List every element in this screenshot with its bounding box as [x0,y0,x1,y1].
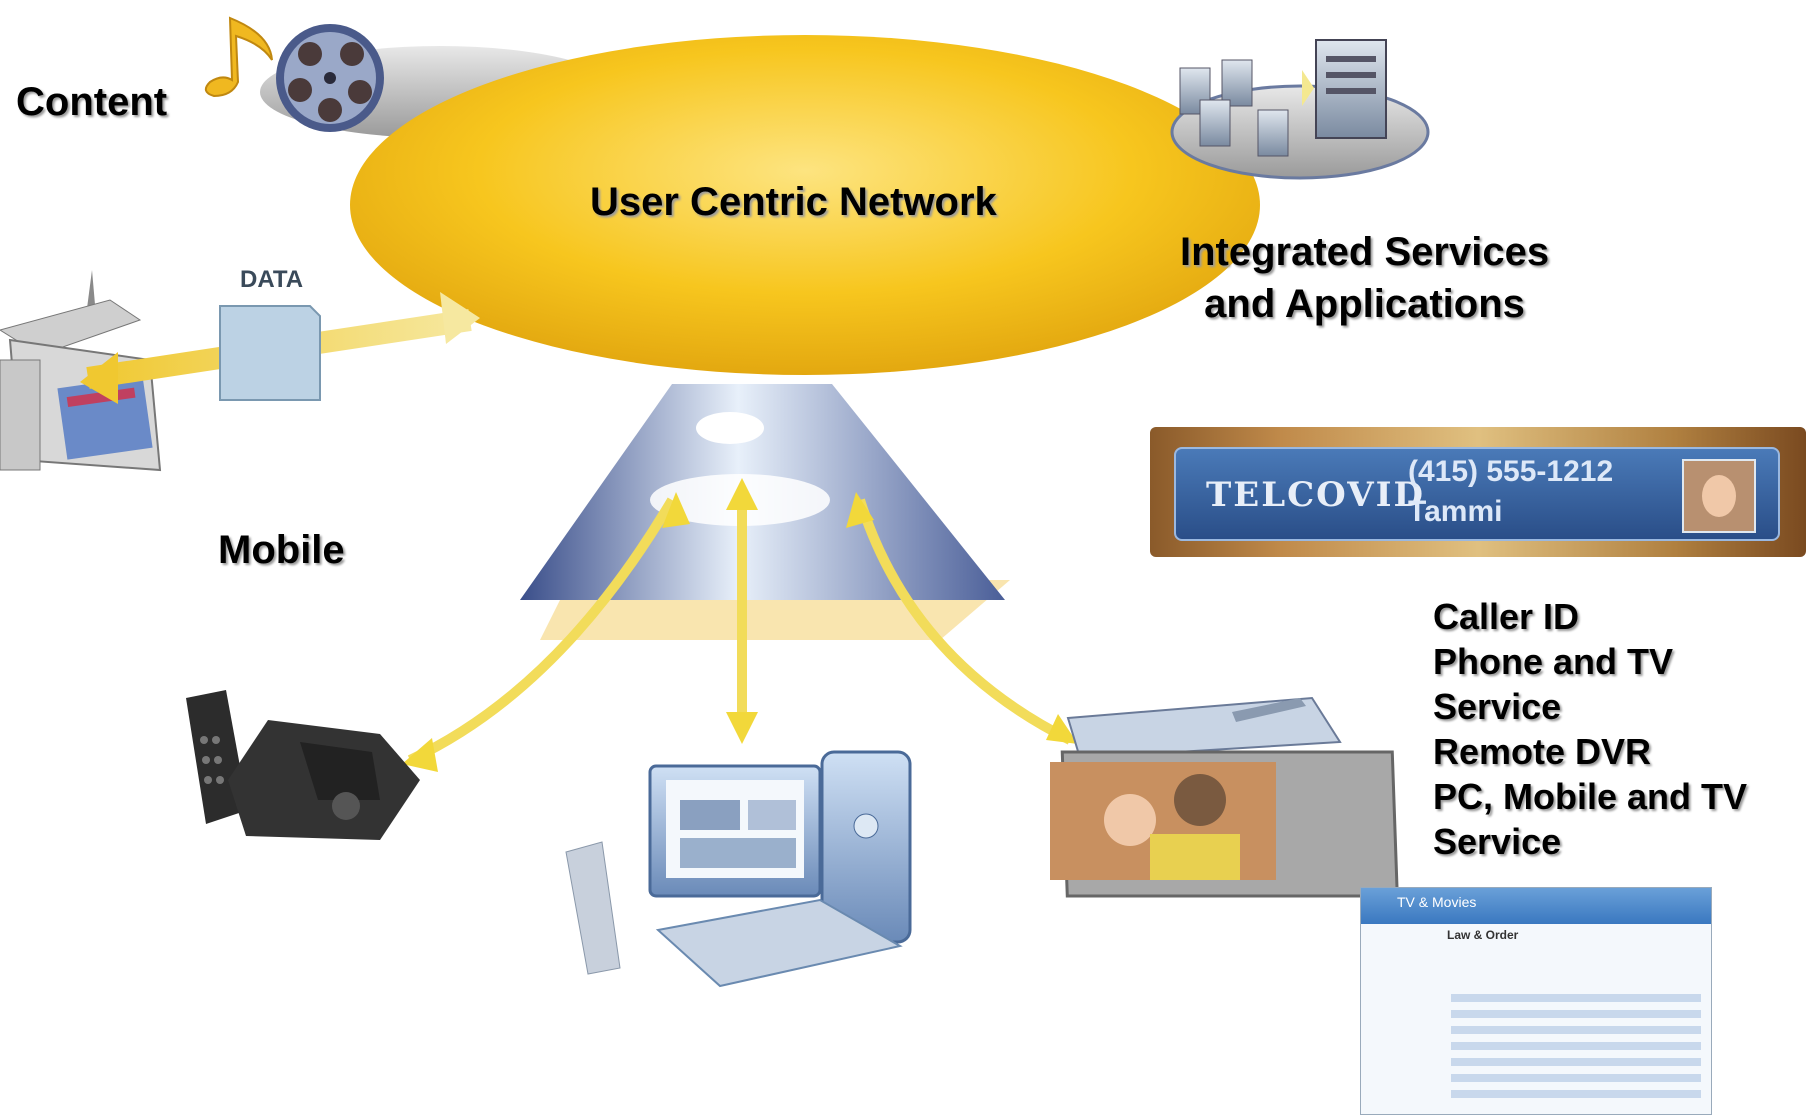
data-document-icon [219,305,321,401]
feature-item: Service [1433,821,1562,862]
tv-with-dvr-icon [1050,696,1399,898]
features-list: Caller ID Phone and TV Service Remote DV… [1433,594,1747,864]
feature-item: Service [1433,686,1562,727]
caller-id-panel: TELCOVID (415) 555-1212 Tammi [1174,447,1780,541]
arrow-to-tv [846,492,1078,745]
cordless-phone-icon [186,690,420,840]
tv-guide-window: TV & Movies Law & Order [1360,887,1712,1115]
integrated-services-label: Integrated Services and Applications [1180,226,1549,330]
integrated-line-1: Integrated Services [1180,230,1550,274]
feature-item: Phone and TV [1433,641,1674,682]
content-label: Content [16,80,168,124]
tv-guide-show-title: Law & Order [1447,928,1519,942]
feature-item: Caller ID [1433,596,1580,637]
caller-phone-number: (415) 555-1212 [1408,455,1614,488]
mobile-label: Mobile [218,528,345,572]
caller-id-banner: TELCOVID (415) 555-1212 Tammi [1150,427,1806,557]
servers-icon [1170,39,1430,180]
caller-avatar [1682,459,1756,533]
film-reel-icon [276,24,384,132]
music-note-icon [204,16,273,98]
user-centric-network-ellipse [350,35,1260,375]
data-tag-label: DATA [240,266,304,293]
caller-name: Tammi [1408,495,1503,528]
integrated-line-2: and Applications [1204,282,1525,326]
tv-guide-title: TV & Movies [1397,894,1477,910]
brand-logo: TELCOVID [1206,475,1425,515]
feature-item: Remote DVR [1433,731,1652,772]
network-title: User Centric Network [590,180,997,224]
arrow-to-pc [726,478,758,744]
feature-item: PC, Mobile and TV [1433,776,1748,817]
content-platform [204,16,620,138]
tv-guide-header [1361,888,1711,924]
arrow-to-phone [402,492,690,772]
desktop-pc-icon [565,750,912,988]
access-cone [520,384,1010,640]
